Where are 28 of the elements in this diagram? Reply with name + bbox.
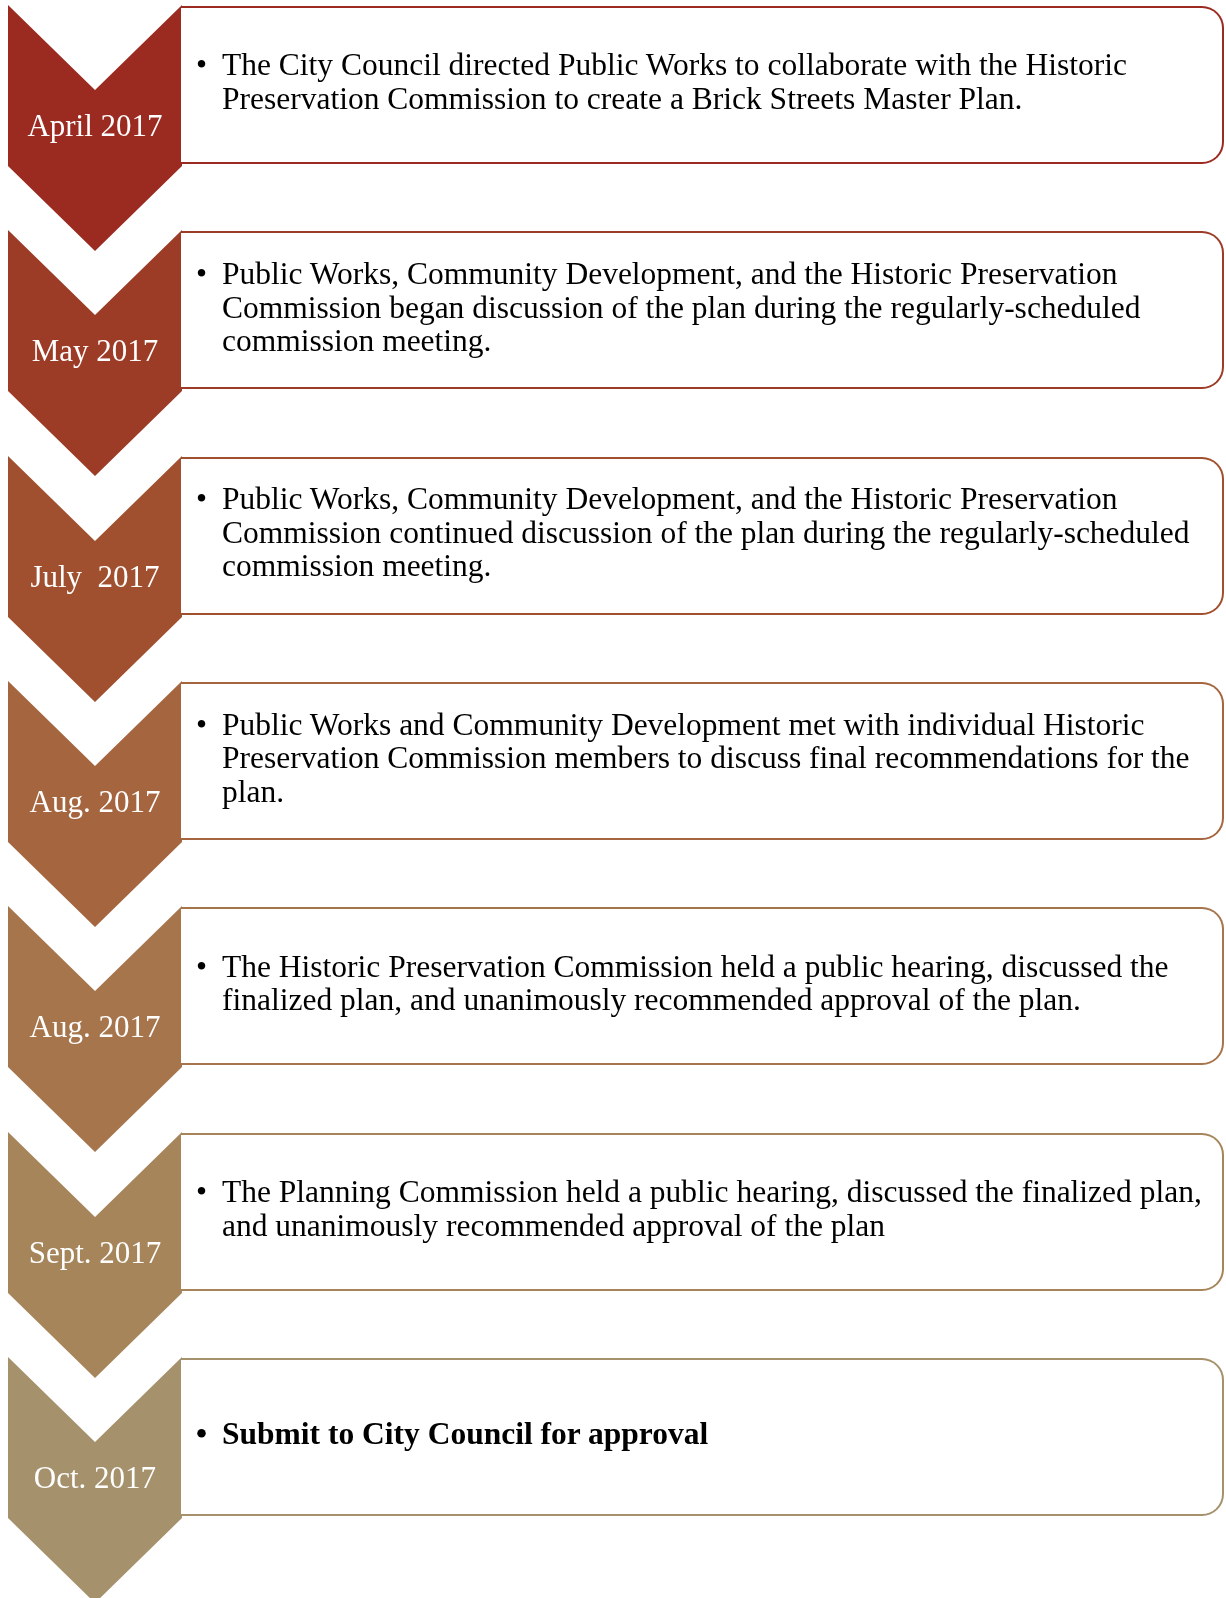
event-card [181, 1357, 1224, 1516]
event-card [181, 1132, 1224, 1291]
bullet: • [196, 482, 209, 516]
event-description: Public Works, Community Development, and the Historic Preservation Commission continued discussion of the plan during the regularly-scheduled commission meeting. [222, 482, 1191, 583]
date-label: May 2017 [30, 334, 160, 369]
bullet: • [196, 707, 209, 742]
event-card [181, 456, 1224, 615]
event-card [181, 231, 1224, 390]
event-description: The Planning Commission held a public hearing, discussed the finalized plan, and unanimously recommended approval of the plan [222, 1174, 1203, 1243]
date-label: Oct. 2017 [32, 1460, 158, 1495]
date-label: Aug. 2017 [28, 1010, 162, 1045]
event-description: Public Works and Community Development met with individual Historic Preservation Commission members to discuss final recommendations for the plan. [222, 707, 1191, 809]
bullet: • [196, 1174, 209, 1209]
event-description: Submit to City Council for approval [222, 1417, 709, 1451]
event-card [181, 907, 1224, 1066]
event-description: Public Works, Community Development, and the Historic Preservation Commission began discussion of the plan during the regularly-scheduled commission meeting. [222, 256, 1142, 358]
event-card [181, 681, 1224, 840]
bullet: • [196, 48, 209, 82]
date-label: April 2017 [26, 109, 164, 143]
bullet: • [196, 949, 209, 984]
bullet: • [196, 256, 209, 291]
event-description: The City Council directed Public Works to collaborate with the Historic Preservation Commission to create a Brick Streets Master Plan. [222, 48, 1128, 116]
event-card [181, 6, 1224, 164]
date-label: July 2017 [29, 559, 161, 594]
date-label: Aug. 2017 [28, 784, 162, 819]
event-description: The Historic Preservation Commission held a public hearing, discussed the finalized plan, and unanimously recommended approval of the plan. [222, 949, 1170, 1017]
date-label: Sept. 2017 [27, 1235, 163, 1270]
bullet: • [196, 1417, 209, 1451]
